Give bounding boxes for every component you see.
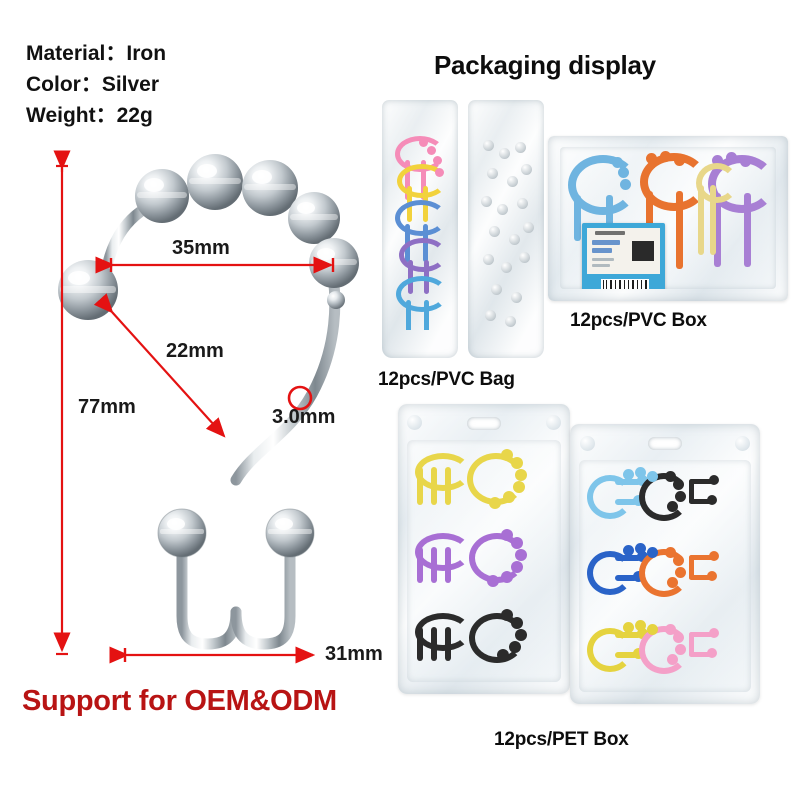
spec-material: Material：Iron [26, 42, 167, 65]
pvc-box-shell [548, 136, 788, 301]
spec-color: Color：Silver [26, 73, 160, 96]
caption-pvc-bag: 12pcs/PVC Bag [378, 369, 515, 390]
pvc-bag-colored [382, 100, 458, 358]
dimension-label-wire: 3.0mm [272, 406, 336, 428]
pet-right-row-2 [583, 541, 747, 613]
packaging-photo-pvc-box [548, 136, 788, 301]
pet-right-tray [579, 460, 751, 692]
pet-left-blister [398, 404, 570, 694]
spec-block: Material：Iron Color：Silver Weight：22g [26, 38, 166, 131]
pvc-bag-silver-contents [477, 134, 535, 330]
pet-left-rivet [407, 415, 422, 430]
pvc-box-label-card [582, 223, 665, 289]
caption-pvc-box: 12pcs/PVC Box [570, 310, 707, 331]
pet-left-tray [407, 440, 561, 682]
packaging-photo-pet-box-right [570, 424, 760, 704]
pet-left-row-black [411, 605, 557, 680]
dimension-label-width-bottom: 31mm [325, 643, 383, 665]
pet-right-row-1 [583, 465, 747, 537]
oem-odm-banner: Support for OEM&ODM [22, 685, 337, 717]
caption-pet-box: 12pcs/PET Box [494, 729, 629, 750]
dimension-label-diagonal: 22mm [166, 340, 224, 362]
pet-right-rivet [735, 436, 750, 451]
packaging-photo-pet-box-left [398, 404, 570, 694]
pet-right-row-3 [583, 618, 747, 690]
pvc-box-window [560, 147, 776, 289]
pet-right-hang-hole [648, 437, 682, 450]
label-qr-code [632, 241, 654, 261]
pet-left-rivet [546, 415, 561, 430]
label-barcode [601, 279, 649, 289]
pet-right-rivet [580, 436, 595, 451]
packaging-display-heading: Packaging display [434, 50, 656, 80]
pet-left-row-purple [411, 525, 557, 600]
pet-left-hang-hole [467, 417, 501, 430]
pet-right-blister [570, 424, 760, 704]
dimension-label-height: 77mm [78, 396, 136, 418]
pvc-bag-silver [468, 100, 544, 358]
pvc-bag-colored-contents [391, 134, 449, 330]
packaging-photo-pvc-bag [382, 100, 557, 365]
spec-weight: Weight：22g [26, 104, 153, 127]
pet-left-row-yellow [411, 445, 557, 520]
dimension-label-width-top: 35mm [172, 237, 230, 259]
label-paper [587, 228, 660, 274]
